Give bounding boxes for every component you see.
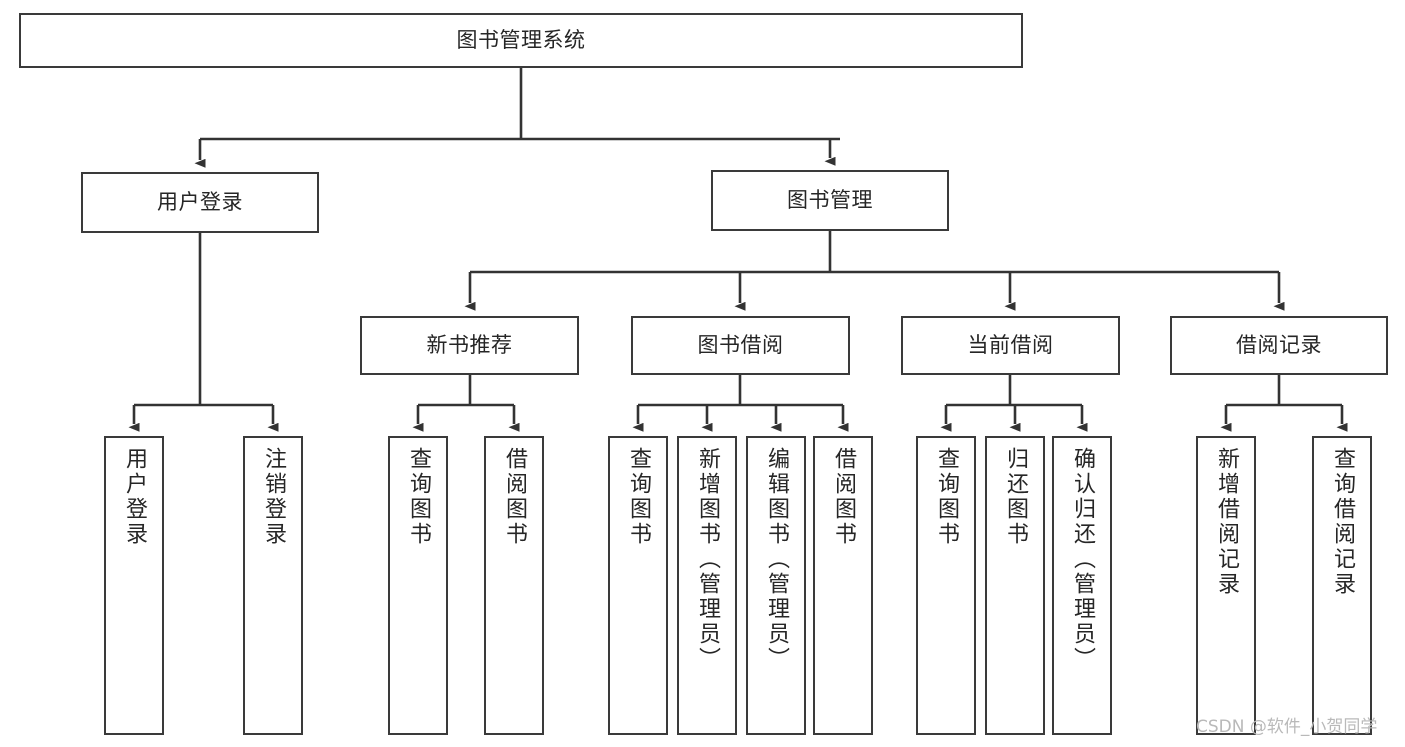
node-user-login[interactable]: 用户登录	[81, 172, 319, 233]
node-borrow-record[interactable]: 借阅记录	[1170, 316, 1388, 375]
leaf-borrow-book-borrow-label: 借阅图书	[831, 447, 856, 547]
leaf-query-borrow-record-label: 查询借阅记录	[1330, 447, 1355, 597]
leaf-edit-book-admin-label: 编辑图书（管理员）	[764, 447, 789, 672]
leaf-logout[interactable]: 注销登录	[243, 436, 303, 735]
leaf-query-book-current-label: 查询图书	[934, 447, 959, 547]
leaf-query-book-borrow[interactable]: 查询图书	[608, 436, 668, 735]
node-borrow-record-label: 借阅记录	[1236, 332, 1322, 357]
leaf-add-borrow-record[interactable]: 新增借阅记录	[1196, 436, 1256, 735]
leaf-user-login-label: 用户登录	[122, 447, 147, 547]
leaf-confirm-return-admin[interactable]: 确认归还（管理员）	[1052, 436, 1112, 735]
leaf-query-borrow-record[interactable]: 查询借阅记录	[1312, 436, 1372, 735]
node-book-manage[interactable]: 图书管理	[711, 170, 949, 231]
node-book-borrow-label: 图书借阅	[697, 332, 784, 357]
leaf-query-book-current[interactable]: 查询图书	[916, 436, 976, 735]
leaf-confirm-return-admin-label: 确认归还（管理员）	[1070, 447, 1095, 672]
node-root-label: 图书管理系统	[456, 27, 586, 52]
leaf-add-borrow-record-label: 新增借阅记录	[1214, 447, 1239, 597]
leaf-logout-label: 注销登录	[261, 447, 286, 547]
leaf-query-book-recommend-label: 查询图书	[406, 447, 431, 547]
node-book-borrow[interactable]: 图书借阅	[631, 316, 850, 375]
node-new-book-recommend-label: 新书推荐	[426, 332, 513, 357]
leaf-borrow-book-recommend[interactable]: 借阅图书	[484, 436, 544, 735]
leaf-borrow-book-recommend-label: 借阅图书	[502, 447, 527, 547]
node-user-login-label: 用户登录	[157, 189, 243, 214]
node-current-borrow-label: 当前借阅	[967, 332, 1054, 357]
leaf-query-book-recommend[interactable]: 查询图书	[388, 436, 448, 735]
leaf-edit-book-admin[interactable]: 编辑图书（管理员）	[746, 436, 806, 735]
leaf-user-login[interactable]: 用户登录	[104, 436, 164, 735]
leaf-add-book-admin[interactable]: 新增图书（管理员）	[677, 436, 737, 735]
leaf-add-book-admin-label: 新增图书（管理员）	[695, 447, 720, 672]
node-root[interactable]: 图书管理系统	[19, 13, 1023, 68]
leaf-return-book-label: 归还图书	[1003, 447, 1028, 547]
node-book-manage-label: 图书管理	[787, 187, 873, 212]
leaf-borrow-book-borrow[interactable]: 借阅图书	[813, 436, 873, 735]
node-new-book-recommend[interactable]: 新书推荐	[360, 316, 579, 375]
node-current-borrow[interactable]: 当前借阅	[901, 316, 1120, 375]
leaf-return-book[interactable]: 归还图书	[985, 436, 1045, 735]
leaf-query-book-borrow-label: 查询图书	[626, 447, 651, 547]
